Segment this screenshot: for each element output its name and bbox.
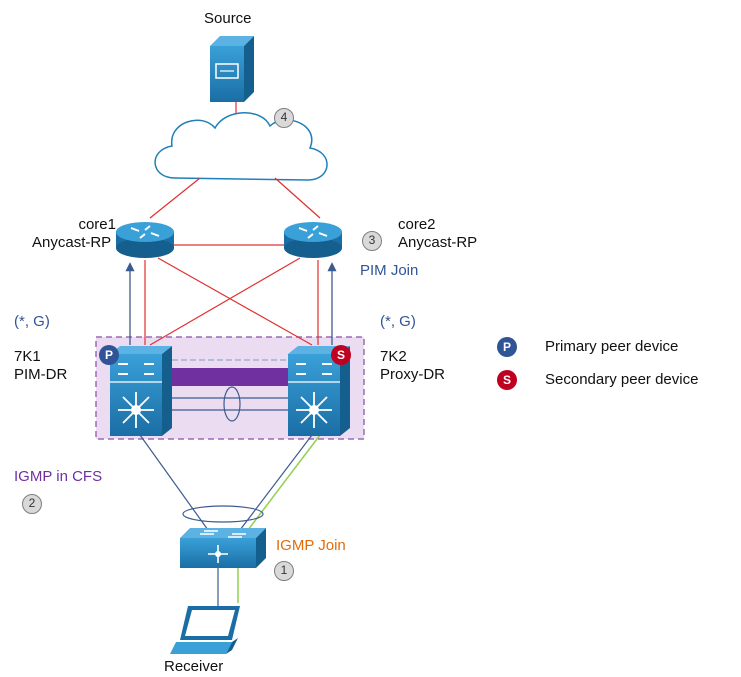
label-pim-join: PIM Join	[360, 262, 419, 279]
port-channel-ellipse	[223, 386, 241, 422]
7k2-switch-icon	[288, 346, 350, 436]
link-cloud-core2	[274, 177, 321, 219]
label-star-g-left: (*, G)	[14, 313, 50, 330]
label-source: Source	[204, 10, 252, 27]
label-7k1: 7K1 PIM-DR	[14, 348, 67, 384]
legend-secondary-icon: S	[497, 370, 517, 390]
legend-primary-label: Primary peer device	[545, 338, 679, 355]
link-core1-7k2	[157, 257, 313, 346]
label-7k2-name: 7K2	[380, 348, 407, 365]
legend-secondary-label: Secondary peer device	[545, 371, 699, 388]
7k1-switch-icon	[110, 346, 172, 436]
link-cloud-core1	[149, 177, 201, 219]
label-core1-name: core1	[78, 216, 116, 233]
label-igmp-join: IGMP Join	[276, 537, 346, 554]
legend-primary-icon: P	[497, 337, 517, 357]
label-igmp-in-cfs: IGMP in CFS	[14, 468, 103, 485]
cloud-icon	[154, 112, 328, 181]
step-2-marker: 2	[22, 494, 42, 514]
primary-badge-icon: P	[99, 345, 119, 365]
label-7k2-role: Proxy-DR	[380, 366, 446, 383]
label-7k1-role: PIM-DR	[14, 366, 68, 383]
label-core2-role: Anycast-RP	[398, 234, 478, 251]
label-7k1-name: 7K1	[14, 348, 41, 365]
cfs-sync-arrow	[152, 360, 300, 394]
link-7k1-access	[139, 434, 209, 531]
access-switch-icon	[180, 528, 266, 568]
link-7k2-access-b	[247, 434, 321, 531]
label-core2-name: core2	[398, 216, 436, 233]
vpc-ellipse	[182, 505, 264, 523]
step-4-marker: 4	[274, 108, 294, 128]
secondary-badge-icon: S	[331, 345, 351, 365]
label-core1-role: Anycast-RP	[32, 234, 112, 251]
link-7k2-access-a	[239, 434, 313, 531]
step-1-marker: 1	[274, 561, 294, 581]
label-receiver: Receiver	[164, 658, 224, 675]
link-core2-7k1	[149, 257, 301, 346]
label-7k2: 7K2 Proxy-DR	[380, 348, 445, 384]
step-3-marker: 3	[362, 231, 382, 251]
receiver-laptop-icon	[170, 606, 240, 654]
label-star-g-right: (*, G)	[380, 313, 416, 330]
core1-router-icon	[116, 222, 174, 258]
source-server-icon	[210, 36, 254, 102]
core2-router-icon	[284, 222, 342, 258]
label-core1: core1 Anycast-RP	[32, 216, 116, 252]
label-core2: core2 Anycast-RP	[398, 216, 477, 252]
